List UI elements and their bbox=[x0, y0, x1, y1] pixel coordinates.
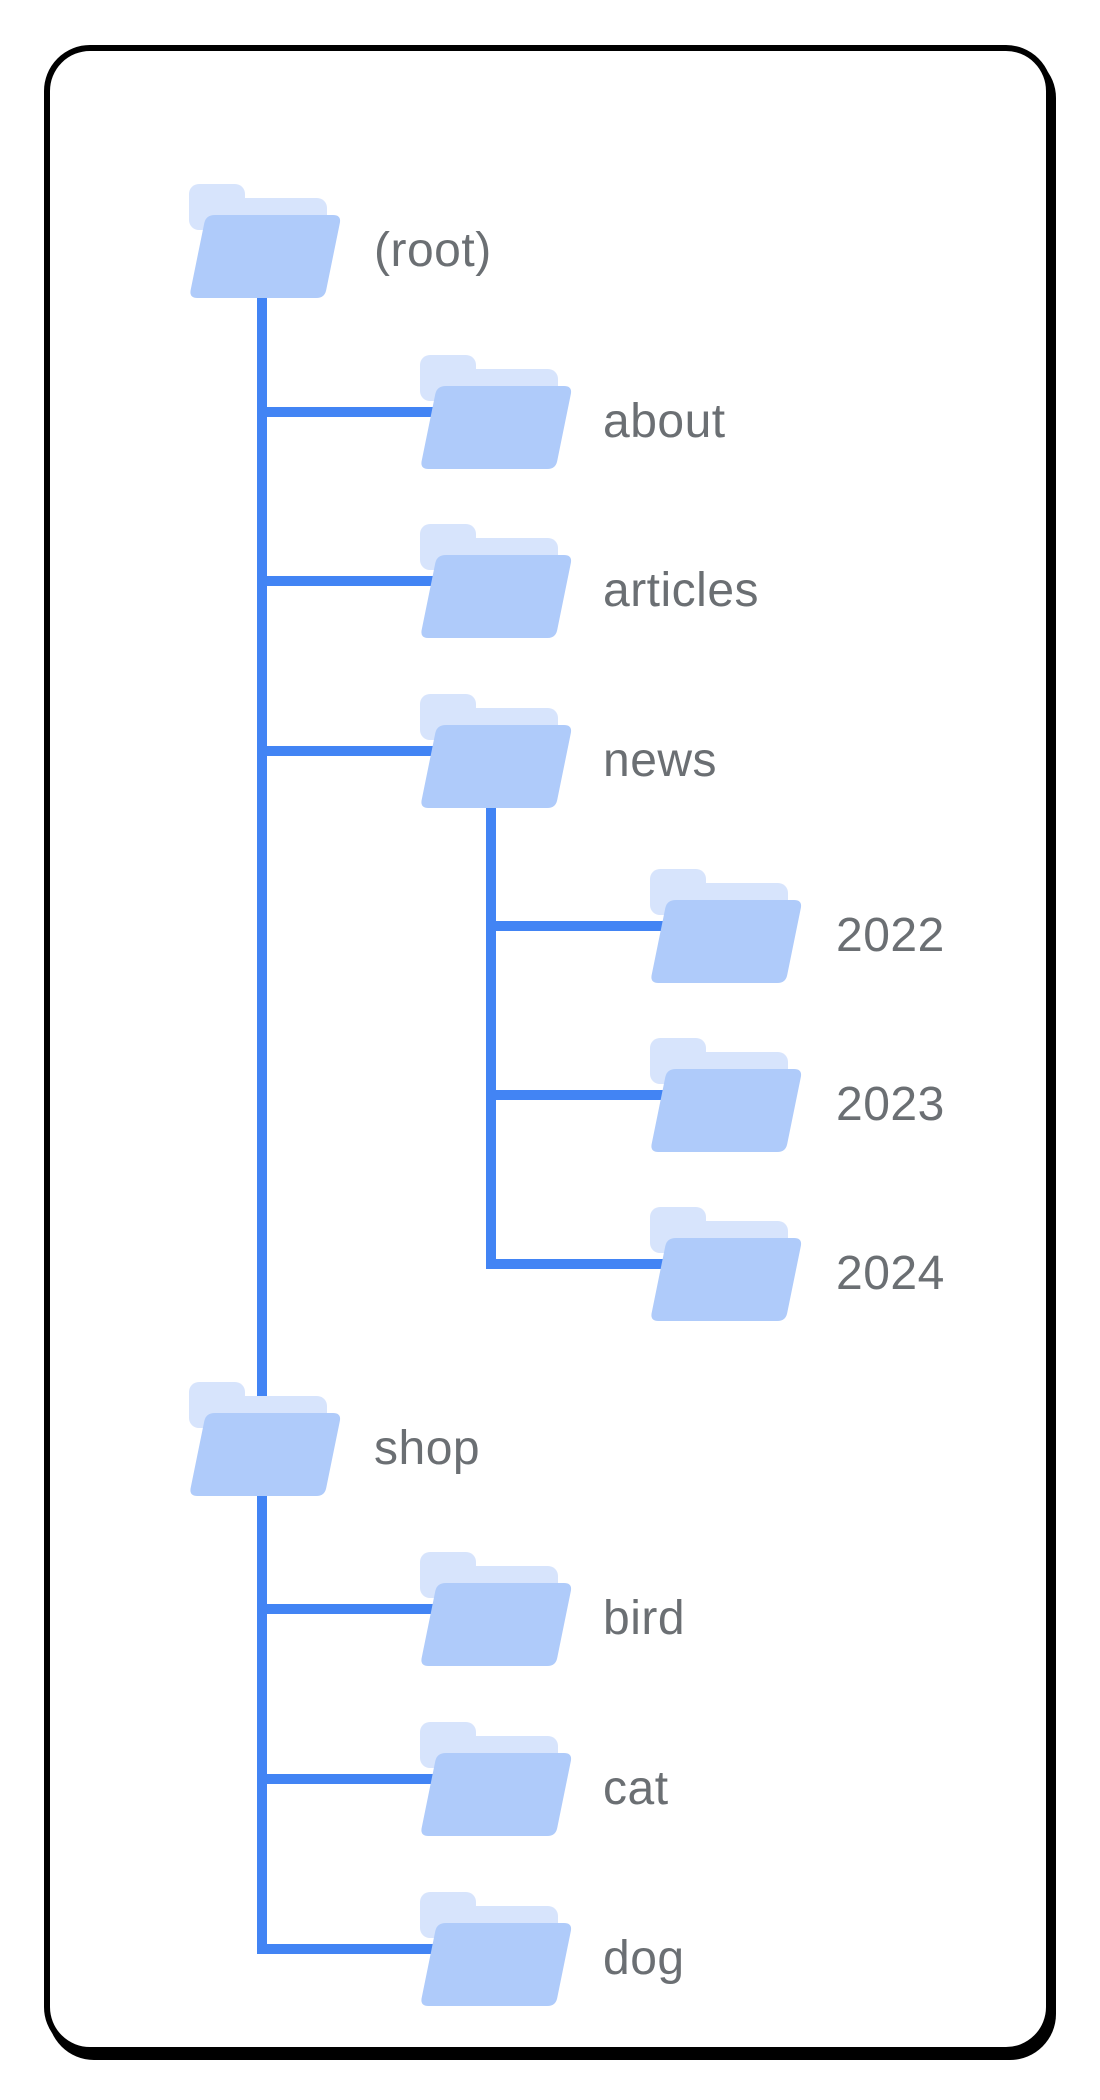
folder-icon bbox=[420, 355, 572, 469]
branch-2022-connector bbox=[486, 921, 666, 931]
label-shop: shop bbox=[374, 1422, 481, 1475]
folder-icon bbox=[420, 694, 572, 808]
branch-news-connector bbox=[257, 746, 433, 756]
trunk-root-connector bbox=[257, 298, 267, 1954]
diagram-card: (root) about articles news 2022 2023 202… bbox=[44, 45, 1052, 2053]
label-2023: 2023 bbox=[836, 1078, 945, 1131]
label-dog: dog bbox=[603, 1932, 685, 1985]
folder-icon bbox=[420, 1552, 572, 1666]
label-articles: articles bbox=[603, 564, 760, 617]
branch-2023-connector bbox=[486, 1090, 666, 1100]
branch-articles-connector bbox=[257, 576, 433, 586]
branch-2024-connector bbox=[486, 1259, 666, 1269]
folder-icon bbox=[650, 869, 802, 983]
label-about: about bbox=[603, 395, 726, 448]
label-root: (root) bbox=[374, 224, 492, 277]
folder-icon bbox=[420, 1892, 572, 2006]
folder-icon bbox=[650, 1038, 802, 1152]
folder-icon bbox=[189, 184, 341, 298]
branch-about-connector bbox=[257, 407, 433, 417]
folder-icon bbox=[650, 1207, 802, 1321]
label-2024: 2024 bbox=[836, 1247, 945, 1300]
folder-icon bbox=[420, 1722, 572, 1836]
folder-icon bbox=[189, 1382, 341, 1496]
branch-cat-connector bbox=[257, 1774, 433, 1784]
label-2022: 2022 bbox=[836, 909, 945, 962]
trunk-news-connector bbox=[486, 808, 496, 1269]
branch-dog-connector bbox=[257, 1944, 433, 1954]
label-cat: cat bbox=[603, 1762, 669, 1815]
branch-bird-connector bbox=[257, 1604, 433, 1614]
label-bird: bird bbox=[603, 1592, 686, 1645]
label-news: news bbox=[603, 734, 718, 787]
folder-icon bbox=[420, 524, 572, 638]
